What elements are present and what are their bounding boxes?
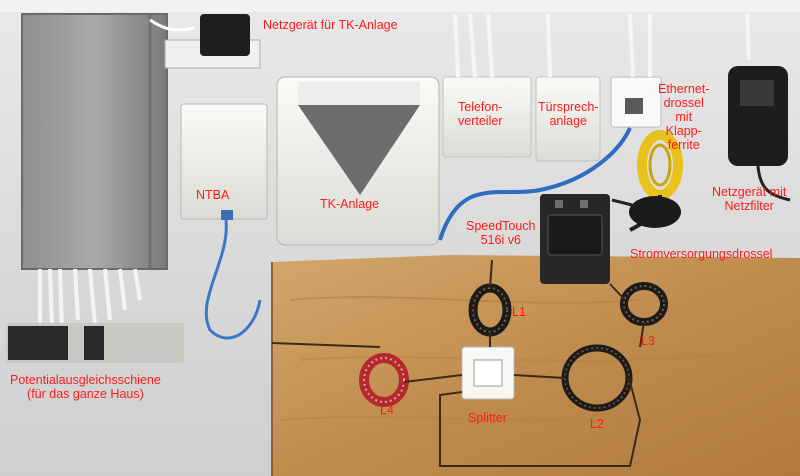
label-tk-anlage: TK-Anlage	[320, 197, 380, 211]
tuersprech-box	[535, 76, 601, 162]
label-netzgeraet-filter: Netzgerät mit Netzfilter	[712, 185, 787, 213]
board-wiring	[271, 259, 645, 467]
grey-cabinet	[21, 13, 168, 270]
wooden-board	[271, 255, 800, 476]
telefon-verteiler	[442, 76, 532, 158]
ethernet-socket	[610, 76, 662, 128]
strom-choke	[611, 196, 681, 228]
tk-anlage-device	[276, 76, 440, 246]
label-telefon-verteiler: Telefon- verteiler	[458, 100, 503, 128]
label-ntba: NTBA	[196, 188, 230, 202]
ntba-device	[180, 103, 268, 220]
label-l2: L2	[590, 417, 604, 431]
label-l1: L1	[512, 305, 526, 319]
power-supply-filter	[728, 66, 791, 202]
label-ethernet: Ethernet- drossel mit Klapp- ferrite	[658, 82, 710, 152]
ntba-blue-cable	[204, 219, 262, 340]
label-tuersprech: Türsprech- anlage	[538, 100, 599, 128]
splitter-box	[461, 346, 515, 400]
label-strom: Stromversorgungsdrossel	[630, 247, 773, 261]
blue-ethernet-cable	[438, 127, 632, 241]
cable-bundle	[38, 268, 142, 331]
label-l4: L4	[380, 403, 394, 417]
speedtouch-router	[540, 194, 610, 284]
label-l3: L3	[641, 334, 655, 348]
coil-l4	[359, 353, 409, 407]
label-splitter: Splitter	[468, 411, 507, 425]
tk-power-supply	[149, 14, 261, 69]
label-speedtouch: SpeedTouch 516i v6	[466, 219, 536, 247]
label-potentialausgleich: Potentialausgleichsschiene (für das ganz…	[10, 373, 161, 401]
ceiling	[0, 0, 800, 12]
potential-bar	[6, 323, 184, 363]
wall-cables	[453, 13, 751, 78]
label-tk-power-supply: Netzgerät für TK-Anlage	[263, 18, 398, 32]
